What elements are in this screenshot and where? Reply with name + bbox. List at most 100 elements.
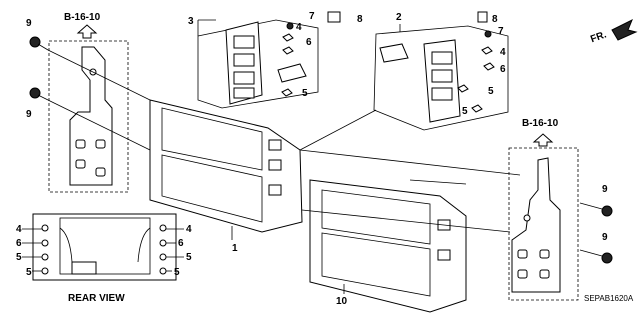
rear-screw (159, 239, 167, 247)
rear-view-inner (59, 217, 151, 275)
bracket-clip-icon (327, 11, 341, 23)
right-bracket-slot (517, 249, 528, 259)
left-up-arrow-icon (76, 24, 98, 39)
main-panel-upper-window (161, 107, 263, 171)
rear-wire (59, 227, 73, 263)
clip-icon (282, 46, 294, 55)
callout-9: 9 (602, 184, 608, 195)
left-bracket-slot (95, 167, 106, 177)
left-bracket-slot (75, 159, 86, 169)
callout-6: 6 (178, 238, 184, 249)
harness-connector (379, 43, 409, 63)
clip-icon (481, 46, 493, 55)
callout-3: 3 (188, 16, 194, 27)
screw-icon (484, 30, 492, 38)
extension-line (299, 149, 521, 176)
switch-button (431, 87, 453, 101)
callout-6: 6 (500, 64, 506, 75)
clip-icon (483, 62, 495, 71)
callout-9: 9 (26, 109, 32, 120)
rear-view-group: 4 6 5 5 4 6 5 5 REAR VIEW (16, 213, 192, 304)
callout-4: 4 (500, 47, 506, 58)
bezel-upper-window (321, 189, 431, 245)
left-reference-label: B-16-10 (64, 12, 101, 23)
callout-1: 1 (232, 243, 238, 254)
switch-button (233, 53, 255, 67)
front-direction-label: FR. (589, 29, 608, 45)
right-bracket-box (508, 147, 579, 301)
right-up-arrow-icon (532, 133, 554, 147)
switch-button (233, 71, 255, 85)
right-bracket-slot (539, 269, 550, 279)
bolt-icon (29, 36, 49, 51)
diagram-code: SEPAB1620A (584, 294, 634, 303)
callout-5: 5 (488, 86, 494, 97)
main-panel-knob (268, 159, 282, 171)
callout-7: 7 (498, 26, 504, 37)
bezel-panel-outline (309, 179, 467, 313)
callout-4: 4 (186, 224, 192, 235)
rear-screw (159, 253, 167, 261)
callout-4: 4 (16, 224, 22, 235)
clip-icon (282, 33, 294, 42)
right-reference-label: B-16-10 (522, 118, 559, 129)
rear-wire (137, 227, 151, 263)
callout-5: 5 (186, 252, 192, 263)
extension-line (299, 109, 377, 151)
clip-icon (281, 88, 293, 97)
switch-button (233, 87, 255, 99)
screw-icon (286, 22, 294, 30)
extension-lines (47, 49, 521, 233)
main-panel-knob (268, 139, 282, 151)
callout-5: 5 (26, 267, 32, 278)
bezel-panel-group: 10 (309, 179, 467, 313)
rear-view-label: REAR VIEW (68, 293, 125, 304)
right-bracket-hole (523, 214, 531, 222)
callout-2: 2 (396, 12, 402, 23)
bolt-icon (579, 202, 613, 217)
callout-5: 5 (462, 106, 468, 117)
switch-module-right-frame (373, 25, 509, 131)
callout-6: 6 (306, 37, 312, 48)
rear-screw (41, 267, 49, 275)
extension-line (409, 179, 467, 185)
right-bracket-slot (517, 269, 528, 279)
front-arrow-icon (611, 18, 638, 41)
callout-4: 4 (296, 22, 302, 33)
main-panel-lower-window (161, 154, 263, 223)
bezel-lower-window (321, 232, 431, 297)
main-panel-knob (268, 184, 282, 196)
extension-line (301, 209, 511, 233)
extension-line (47, 99, 151, 151)
switch-module-left-group: 3 7 4 6 5 8 (188, 11, 363, 109)
switch-button (431, 69, 453, 83)
left-bracket-group: B-16-10 9 9 (26, 12, 129, 193)
main-panel-outline (149, 99, 303, 233)
rear-view-housing (32, 213, 177, 281)
clip-icon (471, 104, 483, 113)
rear-screw (41, 224, 49, 232)
callout-10: 10 (336, 296, 348, 307)
left-bracket-slot (95, 139, 106, 149)
rear-screw (159, 224, 167, 232)
front-direction-group: FR. (589, 18, 638, 45)
callout-8: 8 (357, 14, 363, 25)
left-bracket-slot (75, 139, 86, 149)
switch-button (233, 35, 255, 49)
harness-connector (277, 63, 307, 83)
rear-screw (159, 267, 167, 275)
main-panel-group: 1 (149, 99, 303, 254)
right-bracket-group: B-16-10 9 9 (508, 118, 613, 301)
bracket-clip-icon (477, 11, 488, 23)
bezel-knob (437, 249, 451, 261)
switch-module-left-frame (197, 19, 319, 109)
callout-5: 5 (16, 252, 22, 263)
clip-icon (457, 84, 469, 93)
switch-module-right-group: 2 8 7 4 6 5 5 (373, 11, 509, 131)
callout-8: 8 (492, 14, 498, 25)
extension-line (47, 49, 151, 101)
rear-screw (41, 253, 49, 261)
left-bracket-plate (69, 46, 113, 186)
callout-9: 9 (602, 232, 608, 243)
